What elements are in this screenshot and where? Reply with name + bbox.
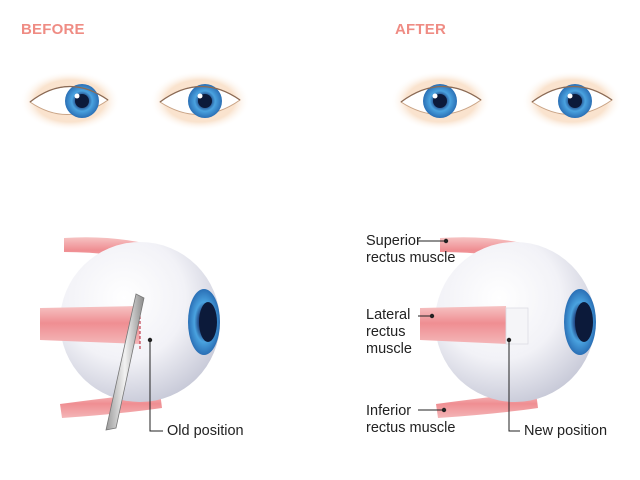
lateral-rectus-muscle-icon <box>420 306 508 344</box>
before-heading: BEFORE <box>21 21 85 38</box>
superior-rectus-label: Superior rectus muscle <box>366 233 455 267</box>
after-right-eye <box>522 71 622 131</box>
new-position-label: New position <box>524 423 607 440</box>
superior-line-1: Superior <box>366 233 421 249</box>
lateral-rectus-muscle-icon <box>40 306 140 344</box>
after-eyeball <box>418 237 596 432</box>
new-position-text: New position <box>524 423 608 439</box>
lateral-line-2: rectus <box>366 324 406 340</box>
before-left-eye <box>20 71 120 131</box>
inferior-line-2: rectus muscle <box>366 420 456 436</box>
superior-line-2: rectus muscle <box>366 250 456 266</box>
before-eyeball <box>40 237 220 432</box>
lateral-line-3: muscle <box>366 341 412 357</box>
inferior-rectus-label: Inferior rectus muscle <box>366 403 455 437</box>
surgical-hook-icon <box>105 293 145 431</box>
lateral-line-1: Lateral <box>366 307 411 323</box>
after-left-eye <box>391 71 491 131</box>
lateral-rectus-label: Lateral rectus muscle <box>366 307 412 358</box>
before-right-eye <box>150 71 250 131</box>
after-heading: AFTER <box>395 21 446 38</box>
old-position-text: Old position <box>167 423 244 439</box>
inferior-line-1: Inferior <box>366 403 412 419</box>
old-position-label: Old position <box>167 423 244 440</box>
